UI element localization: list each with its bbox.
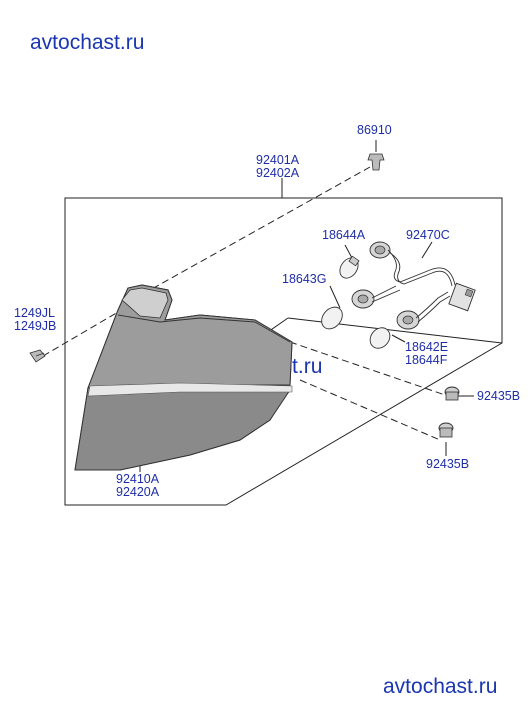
socket-middle-icon	[351, 289, 375, 309]
label-bulb-g: 18643G	[282, 272, 326, 286]
label-bulb-e-2: 18644F	[405, 353, 448, 367]
tail-lamp-lens	[74, 284, 293, 471]
leader-lines	[42, 140, 474, 472]
wiring-harness-icon	[371, 249, 476, 323]
socket-lower-icon	[396, 310, 420, 330]
screw-1249-icon	[29, 349, 46, 363]
label-wiring: 92470C	[406, 228, 450, 242]
label-assembly-1: 92401A	[256, 153, 300, 167]
label-lens-1: 92410A	[116, 472, 160, 486]
grommet-upper-icon	[444, 386, 460, 401]
label-grommet-lower: 92435B	[426, 457, 469, 471]
label-screw-left-1: 1249JL	[14, 306, 55, 320]
label-screw-left-2: 1249JB	[14, 319, 56, 333]
label-screw-top: 86910	[357, 123, 392, 137]
grommet-lower-icon	[438, 422, 454, 438]
bulb-18642e-icon	[369, 327, 391, 349]
label-grommet-upper: 92435B	[477, 389, 520, 403]
bulb-18643g-icon	[321, 306, 343, 330]
socket-upper-icon	[369, 241, 391, 259]
watermark-bottom: avtochast.ru	[383, 675, 497, 698]
label-assembly-2: 92402A	[256, 166, 300, 180]
label-bulb-a: 18644A	[322, 228, 366, 242]
label-lens-2: 92420A	[116, 485, 160, 499]
screw-86910-icon	[367, 153, 385, 171]
assembly-frame	[64, 197, 503, 506]
bulb-18644a-icon	[339, 255, 360, 279]
label-bulb-e-1: 18642E	[405, 340, 448, 354]
watermark-top: avtochast.ru	[30, 31, 144, 54]
